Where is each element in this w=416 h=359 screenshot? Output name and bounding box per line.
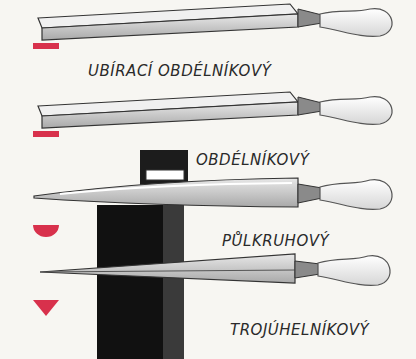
file-flat — [38, 92, 392, 128]
file-half-round — [34, 178, 392, 209]
file-rough-flat — [38, 4, 392, 40]
file-name-label: TROJÚHELNÍKOVÝ — [230, 322, 369, 339]
file-triangular — [40, 254, 390, 285]
file-name-label: OBDÉLNÍKOVÝ — [196, 152, 309, 169]
file-name-label: UBÍRACÍ OBDÉLNÍKOVÝ — [88, 63, 271, 80]
section-rectangle — [33, 131, 59, 137]
section-half-round — [33, 225, 59, 237]
file-name-label: PŮLKRUHOVÝ — [222, 233, 329, 250]
section-rectangle — [33, 43, 59, 49]
workpiece-block — [97, 150, 188, 359]
section-triangle — [33, 300, 59, 316]
